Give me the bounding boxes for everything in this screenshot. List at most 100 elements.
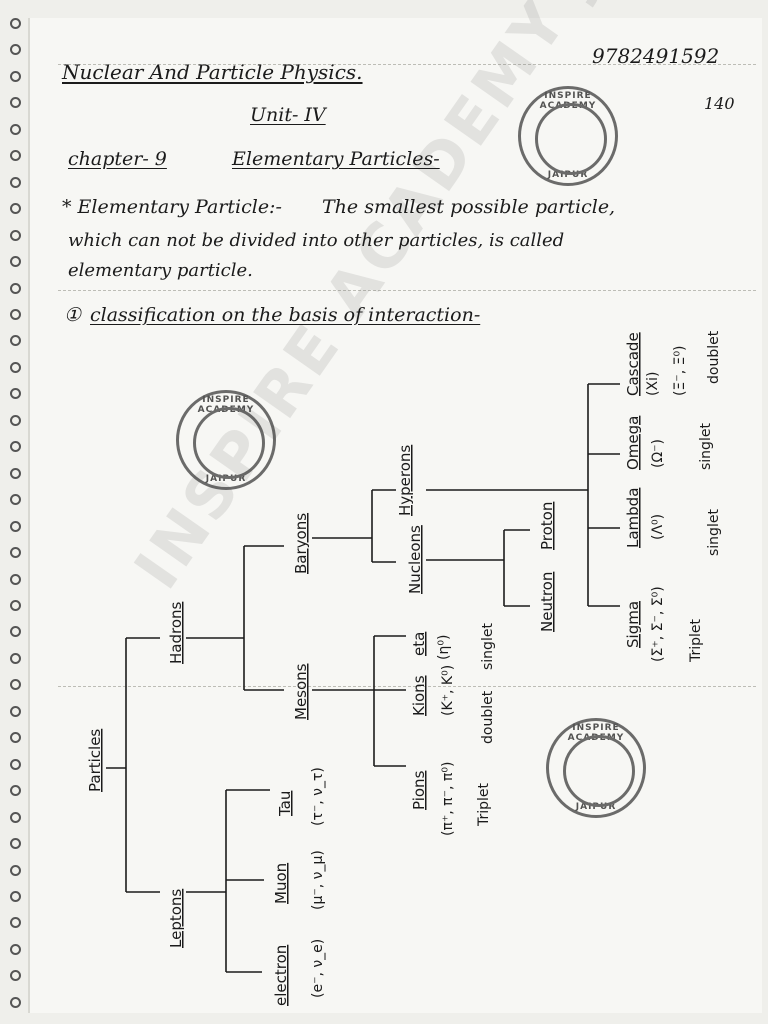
binding-hole bbox=[10, 335, 21, 347]
binding-hole bbox=[10, 705, 21, 717]
binding-hole bbox=[10, 467, 21, 479]
binding-hole bbox=[10, 388, 21, 400]
binding-hole bbox=[10, 732, 21, 744]
page-number: 140 bbox=[704, 94, 735, 113]
node-hyperons: Hyperons bbox=[396, 445, 414, 516]
stamp-bottom-text: JAIPUR bbox=[547, 170, 589, 180]
tau-symbol: (τ⁻, ν_τ) bbox=[310, 767, 326, 826]
binding-hole bbox=[10, 123, 21, 135]
academy-stamp: INSPIRE ACADEMY JAIPUR bbox=[546, 718, 646, 818]
binding-hole bbox=[10, 785, 21, 797]
binding-hole bbox=[10, 520, 21, 532]
notebook-page bbox=[28, 18, 762, 1013]
muon-symbol: (μ⁻, ν_μ) bbox=[310, 850, 326, 910]
binding-hole bbox=[10, 996, 21, 1008]
binding-hole bbox=[10, 917, 21, 929]
phone-number: 9782491592 bbox=[592, 44, 720, 68]
tree-connectors bbox=[106, 383, 620, 973]
node-muon: Muon bbox=[272, 863, 290, 904]
pions-note: Triplet bbox=[476, 782, 492, 827]
academy-stamp: INSPIRE ACADEMY JAIPUR bbox=[176, 390, 276, 490]
subject-title: Nuclear And Particle Physics. bbox=[62, 60, 363, 84]
node-mesons: Mesons bbox=[292, 663, 310, 720]
node-nucleons: Nucleons bbox=[406, 525, 424, 594]
binding-hole bbox=[10, 203, 21, 215]
section-number: ① bbox=[64, 304, 82, 326]
binding-hole bbox=[10, 890, 21, 902]
binding-hole bbox=[10, 256, 21, 268]
binding-hole bbox=[10, 308, 21, 320]
binding-hole bbox=[10, 943, 21, 955]
binding-hole bbox=[10, 970, 21, 982]
spiral-binding bbox=[4, 18, 30, 1008]
binding-hole bbox=[10, 864, 21, 876]
omega-note: singlet bbox=[698, 423, 714, 470]
binding-hole bbox=[10, 44, 21, 56]
ruled-line bbox=[58, 686, 756, 687]
binding-hole bbox=[10, 70, 21, 82]
node-kions: Kions bbox=[410, 675, 428, 716]
ruled-line bbox=[58, 290, 756, 291]
stamp-bottom-text: JAIPUR bbox=[575, 802, 617, 812]
kions-symbol: (K⁺, K⁰) bbox=[440, 665, 456, 716]
binding-hole bbox=[10, 494, 21, 506]
cascade-symbol: (Ξ⁻, Ξ⁰) bbox=[672, 345, 688, 396]
node-lambda: Lambda bbox=[624, 488, 642, 548]
binding-hole bbox=[10, 547, 21, 559]
cascade-note: doublet bbox=[706, 330, 722, 384]
kions-note: doublet bbox=[480, 690, 496, 744]
binding-hole bbox=[10, 441, 21, 453]
lambda-symbol: (Λ⁰) bbox=[650, 514, 666, 540]
eta-note: singlet bbox=[480, 623, 496, 670]
unit-title: Unit- IV bbox=[250, 104, 326, 126]
ruled-line bbox=[58, 64, 756, 65]
binding-hole bbox=[10, 679, 21, 691]
node-electron: electron bbox=[272, 945, 290, 1006]
node-sigma: Sigma bbox=[624, 601, 642, 648]
definition-line-1: The smallest possible particle, bbox=[322, 196, 616, 218]
binding-hole bbox=[10, 18, 21, 29]
binding-hole bbox=[10, 838, 21, 850]
binding-hole bbox=[10, 414, 21, 426]
binding-hole bbox=[10, 176, 21, 188]
node-leptons: Leptons bbox=[167, 889, 185, 948]
omega-symbol: (Ω⁻) bbox=[650, 439, 666, 468]
binding-hole bbox=[10, 282, 21, 294]
node-omega: Omega bbox=[624, 416, 642, 470]
binding-hole bbox=[10, 573, 21, 585]
binding-hole bbox=[10, 229, 21, 241]
node-particles: Particles bbox=[86, 729, 104, 792]
binding-hole bbox=[10, 626, 21, 638]
binding-hole bbox=[10, 361, 21, 373]
cascade-sub: (Xi) bbox=[645, 372, 661, 396]
section-heading: classification on the basis of interacti… bbox=[90, 304, 481, 326]
binding-hole bbox=[10, 97, 21, 109]
binding-hole bbox=[10, 150, 21, 162]
binding-hole bbox=[10, 758, 21, 770]
sigma-note: Triplet bbox=[688, 618, 704, 663]
pions-symbol: (π⁺, π⁻, π⁰) bbox=[440, 762, 456, 836]
node-neutron: Neutron bbox=[538, 572, 556, 632]
node-cascade: Cascade bbox=[624, 332, 642, 396]
node-pions: Pions bbox=[410, 770, 428, 810]
node-proton: Proton bbox=[538, 502, 556, 550]
electron-symbol: (e⁻, ν_e) bbox=[310, 939, 326, 998]
binding-hole bbox=[10, 652, 21, 664]
eta-symbol: (η⁰) bbox=[436, 635, 452, 660]
node-baryons: Baryons bbox=[292, 513, 310, 574]
node-eta: eta bbox=[410, 632, 428, 656]
definition-line-3: elementary particle. bbox=[68, 260, 253, 281]
sigma-symbol: (Σ⁺, Σ⁻, Σ⁰) bbox=[650, 586, 666, 662]
binding-hole bbox=[10, 599, 21, 611]
node-hadrons: Hadrons bbox=[167, 601, 185, 664]
definition-term: * Elementary Particle:- bbox=[62, 196, 282, 218]
stamp-bottom-text: JAIPUR bbox=[205, 474, 247, 484]
binding-hole bbox=[10, 811, 21, 823]
chapter-label: chapter- 9 bbox=[68, 148, 167, 170]
definition-line-2: which can not be divided into other part… bbox=[68, 230, 565, 251]
chapter-title: Elementary Particles- bbox=[232, 148, 440, 170]
academy-stamp: INSPIRE ACADEMY JAIPUR bbox=[518, 86, 618, 186]
lambda-note: singlet bbox=[706, 509, 722, 556]
node-tau: Tau bbox=[276, 791, 294, 817]
